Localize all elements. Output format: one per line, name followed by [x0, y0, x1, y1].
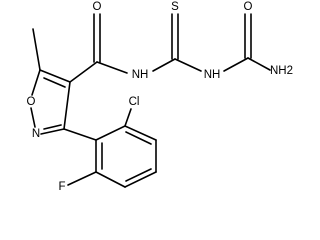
- bond-ureacarbon-nh2: [247, 57, 271, 71]
- bond-c3-aryl: [63, 128, 97, 141]
- bond-c4-c5-inner: [43, 77, 66, 88]
- bond-thiocarbon-nh: [174, 58, 202, 72]
- bond-n2-c3: [40, 128, 65, 135]
- atom-s: S: [171, 1, 179, 13]
- bond-ar2-cl: [124, 108, 132, 127]
- bond-ar5-ar6: [95, 171, 126, 188]
- atom-cl: Cl: [129, 96, 140, 108]
- bond-c5-o1: [31, 69, 41, 96]
- atom-nh-thio: NH: [204, 69, 221, 81]
- atom-nh-amide: NH: [132, 69, 149, 81]
- bond-c4-c5: [39, 69, 71, 83]
- bond-ar2-ar3-inner: [125, 131, 152, 145]
- bond-c5-methyl: [32, 28, 41, 71]
- bond-o1-n2: [30, 107, 36, 128]
- bond-ar2-ar3: [124, 125, 157, 141]
- atom-nh2: NH2: [270, 65, 293, 77]
- bond-n2-c3-inner: [43, 124, 62, 130]
- bond-nh-thiocarbon: [152, 58, 176, 72]
- bond-c3-c4: [63, 81, 71, 130]
- atom-o-carbonyl: O: [93, 1, 102, 13]
- bond-lines: [30, 13, 271, 188]
- bond-c4-carbonyl: [69, 61, 98, 83]
- bond-ar6-f: [67, 171, 97, 186]
- bond-nh-ureacarbon: [223, 57, 249, 72]
- bond-ar1-ar2: [95, 125, 126, 141]
- atom-o-ring: O: [27, 96, 36, 108]
- bond-ar4-ar5: [124, 171, 157, 188]
- bond-carbonyl-nh: [96, 61, 128, 74]
- atom-o-urea: O: [244, 1, 253, 13]
- atom-n-ring: N: [32, 128, 40, 140]
- atom-labels: O N O NH S NH O NH2 Cl F: [27, 1, 293, 193]
- chemical-structure: O N O NH S NH O NH2 Cl F: [27, 1, 293, 193]
- atom-f: F: [58, 181, 65, 193]
- bond-ar4-ar5-inner: [125, 168, 152, 182]
